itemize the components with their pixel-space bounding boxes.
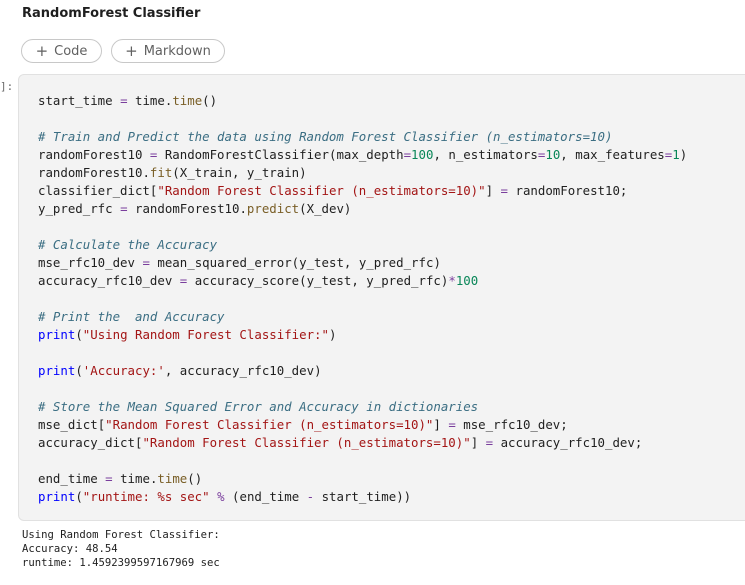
code-line: classifier_dict["Random Forest Classifie… — [38, 183, 628, 198]
output-line: Accuracy: 48.54 — [22, 543, 118, 555]
plus-icon: + — [125, 41, 138, 60]
code-line: print("Using Random Forest Classifier:") — [38, 327, 337, 342]
code-line: mse_rfc10_dev = mean_squared_error(y_tes… — [38, 255, 441, 270]
code-line: y_pred_rfc = randomForest10.predict(X_de… — [38, 201, 352, 216]
code-line: ​ — [38, 344, 687, 362]
code-line: # Train and Predict the data using Rando… — [38, 129, 613, 144]
code-line: print('Accuracy:', accuracy_rfc10_dev) — [38, 363, 322, 378]
add-markdown-label: Markdown — [143, 43, 211, 59]
code-line: accuracy_dict["Random Forest Classifier … — [38, 435, 643, 450]
code-line: # Store the Mean Squared Error and Accur… — [38, 399, 479, 414]
code-line: start_time = time.time() — [38, 93, 218, 108]
add-code-cell-button[interactable]: + Code — [21, 39, 102, 63]
code-line: # Calculate the Accuracy — [38, 237, 218, 252]
code-line: ​ — [38, 110, 687, 128]
code-cell-editor[interactable] — [18, 74, 745, 521]
code-line: print("runtime: %s sec" % (end_time - st… — [38, 489, 412, 504]
code-line: ​ — [38, 380, 687, 398]
execution-count: ]: — [0, 80, 14, 93]
code-line: randomForest10.fit(X_train, y_train) — [38, 165, 307, 180]
code-line: ​ — [38, 452, 687, 470]
code-editor-content[interactable]: start_time = time.time()​# Train and Pre… — [38, 92, 687, 506]
plus-icon: + — [35, 41, 49, 60]
output-line: Using Random Forest Classifier: — [22, 529, 220, 541]
code-line: ​ — [38, 218, 687, 236]
code-line: ​ — [38, 290, 687, 308]
output-line: runtime: 1.4592399597167969 sec — [22, 557, 220, 569]
code-line: # Print the and Accuracy — [38, 309, 225, 324]
add-markdown-cell-button[interactable]: + Markdown — [111, 39, 225, 63]
code-line: accuracy_rfc10_dev = accuracy_score(y_te… — [38, 273, 479, 288]
code-line: mse_dict["Random Forest Classifier (n_es… — [38, 417, 568, 432]
add-code-label: Code — [54, 43, 88, 59]
code-line: end_time = time.time() — [38, 471, 203, 486]
code-line: randomForest10 = RandomForestClassifier(… — [38, 147, 688, 162]
section-heading: RandomForest Classifier — [22, 6, 201, 21]
cell-output: Using Random Forest Classifier: Accuracy:… — [22, 528, 220, 570]
